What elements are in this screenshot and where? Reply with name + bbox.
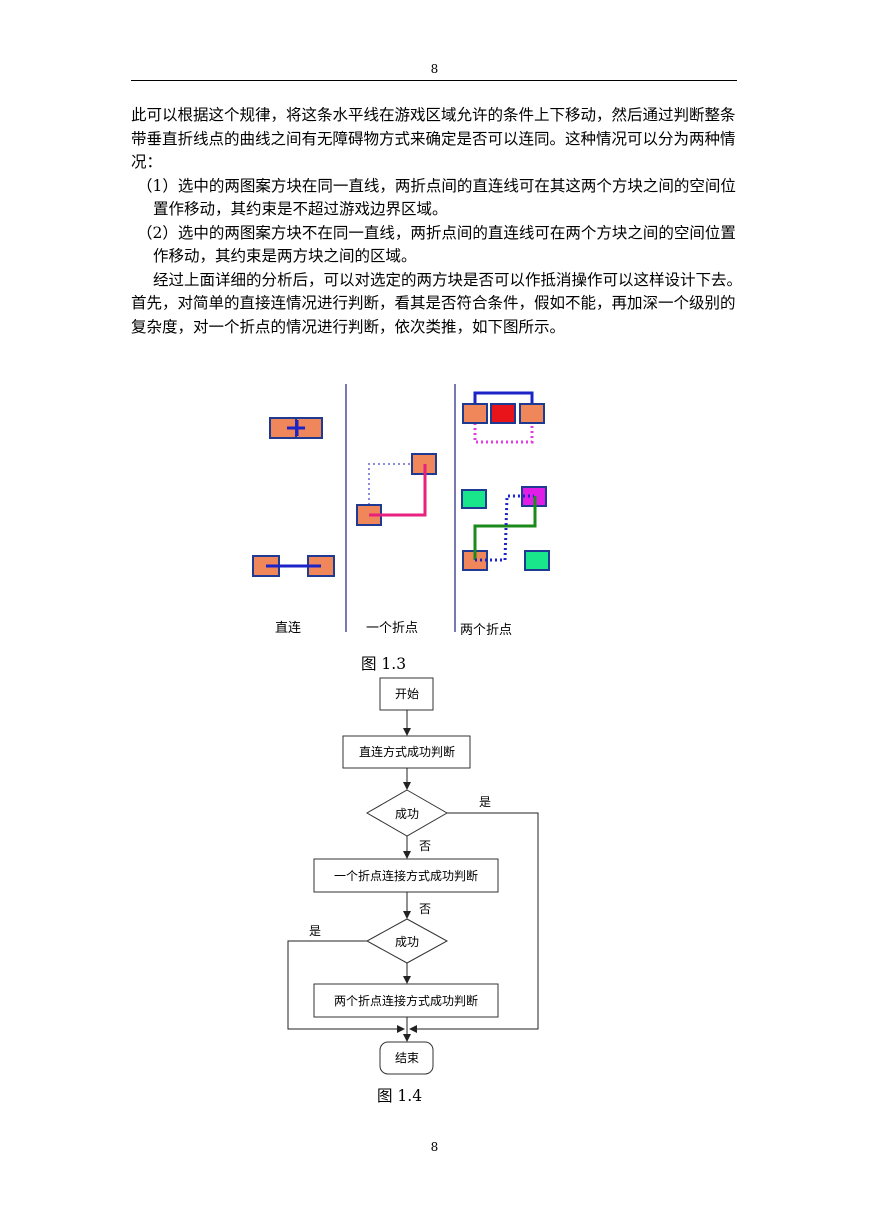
- paragraph-summary: 经过上面详细的分析后，可以对选定的两方块是否可以作抵消操作可以这样设计下去。: [153, 270, 743, 289]
- flow-step-two-turns-label: 两个折点连接方式成功判断: [334, 993, 478, 1008]
- one-turn-path-dotted: [368, 463, 425, 515]
- paragraph-first: 首先，对简单的直接连情况进行判断，看其是否符合条件，假如不能，再加深一个级别的复…: [131, 294, 736, 336]
- tile: [519, 403, 545, 424]
- flow-end: [379, 1041, 434, 1075]
- two-turn-path-magenta-dotted: [473, 413, 534, 444]
- flow-decision-1-label: 成功: [395, 807, 419, 821]
- flow-start: [379, 677, 434, 711]
- flow-step-one-turn-label: 一个折点连接方式成功判断: [334, 868, 478, 883]
- flow-decision-2-label: 成功: [395, 935, 419, 949]
- two-turn-path-blue-dotted: [475, 494, 534, 562]
- figure-1-4-caption: 图 1.4: [377, 1087, 423, 1105]
- flow-arrow-yes-2: [287, 940, 405, 1033]
- tile-obstacle-green: [461, 489, 487, 509]
- flow-step-one-turn: [313, 858, 499, 893]
- flow-step-direct: [342, 735, 471, 769]
- flow-step-direct-label: 直连方式成功判断: [359, 744, 455, 759]
- tile-obstacle-red: [490, 403, 516, 424]
- one-turn-path-solid: [369, 464, 427, 517]
- body-text: 此可以根据这个规律，将这条水平线在游戏区域允许的条件上下移动，然后通过判断整条带…: [131, 104, 743, 339]
- header-rule: [131, 80, 737, 81]
- tile-obstacle-green: [524, 550, 550, 571]
- figure-1-3-connection-types: 直连 一个折点 两个折点: [252, 384, 550, 638]
- tile: [462, 403, 488, 424]
- figure-1-3-caption: 图 1.3: [361, 655, 407, 673]
- figure-1-4-flowchart: 开始 直连方式成功判断 成功 是 否 一个折点连接方式成功判断 否 成功 是 两…: [287, 677, 539, 1075]
- flow-yes-2-label: 是: [309, 924, 321, 938]
- paragraph-intro: 此可以根据这个规律，将这条水平线在游戏区域允许的条件上下移动，然后通过判断整条带…: [131, 106, 736, 171]
- flow-yes-1-label: 是: [479, 795, 491, 809]
- paragraph-case-2: （2）选中的两图案方块不在同一直线，两折点间的直连线可在两个方块之间的空间位置作…: [137, 223, 736, 266]
- flow-start-label: 开始: [395, 687, 419, 701]
- flow-no-1-label: 否: [419, 839, 431, 853]
- label-two-turns: 两个折点: [460, 623, 512, 638]
- paragraph-case-1: （1）选中的两图案方块在同一直线，两折点间的直连线可在其这两个方块之间的空间位置…: [137, 176, 736, 219]
- footer-page-number: 8: [430, 1140, 439, 1154]
- two-turn-path-green: [473, 496, 537, 560]
- flow-arrow-yes-1: [409, 812, 539, 1033]
- header-page-number: 8: [430, 62, 439, 76]
- label-one-turn: 一个折点: [366, 621, 418, 636]
- flow-step-two-turns: [313, 983, 499, 1018]
- label-direct: 直连: [275, 620, 301, 636]
- flow-no-2-label: 否: [419, 902, 431, 916]
- flow-end-label: 结束: [395, 1051, 419, 1065]
